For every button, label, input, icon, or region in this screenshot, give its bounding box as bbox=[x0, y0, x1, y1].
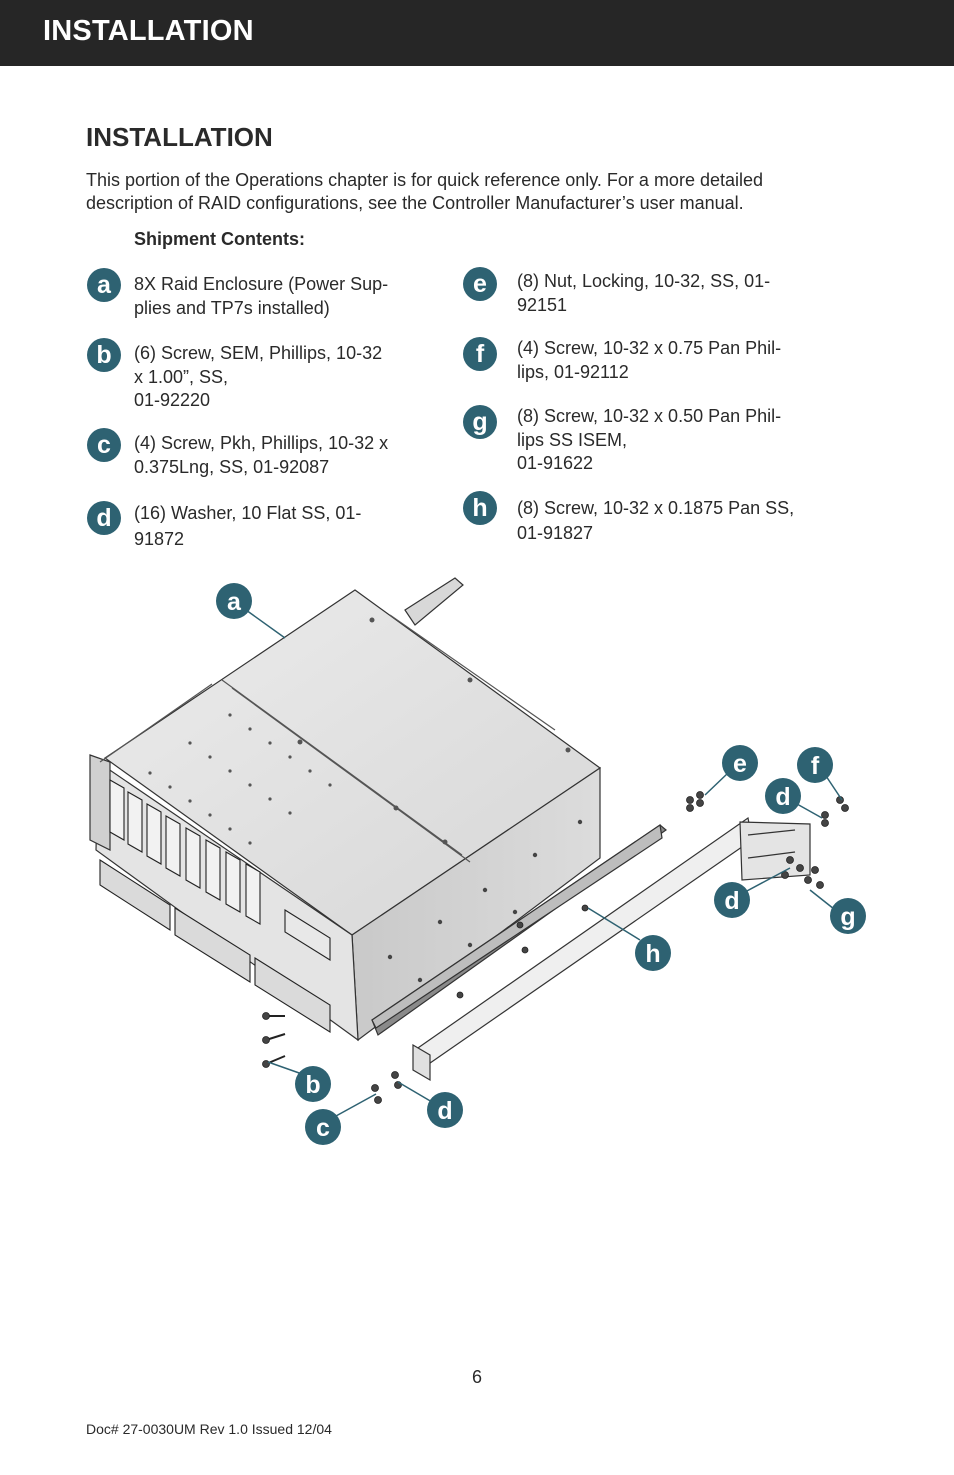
badge-h: h bbox=[463, 491, 497, 525]
intro-paragraph: This portion of the Operations chapter i… bbox=[86, 170, 764, 213]
header-title: INSTALLATION bbox=[43, 15, 254, 47]
svg-text:c: c bbox=[316, 1114, 330, 1142]
badge-c: c bbox=[87, 428, 121, 462]
shipment-item-text-d: (16) Washer, 10 Flat SS, 01- 91872 bbox=[134, 503, 362, 549]
shipment-item-text-g: (8) Screw, 10-32 x 0.50 Pan Phil- lips S… bbox=[517, 406, 782, 473]
svg-text:a: a bbox=[227, 588, 242, 616]
shipment-item-text-c: (4) Screw, Pkh, Phillips, 10-32 x 0.375L… bbox=[134, 433, 389, 477]
header-bar: INSTALLATION bbox=[0, 0, 954, 66]
raid-enclosure bbox=[89, 577, 602, 1042]
page-number: 6 bbox=[471, 1367, 482, 1387]
badge-a: a bbox=[87, 268, 121, 302]
svg-text:f: f bbox=[811, 752, 820, 780]
section-title: INSTALLATION bbox=[86, 122, 273, 152]
svg-text:b: b bbox=[305, 1071, 320, 1099]
callout-b: b bbox=[295, 1066, 331, 1102]
shipment-contents-title: Shipment Contents: bbox=[134, 229, 305, 249]
svg-text:h: h bbox=[645, 940, 660, 968]
badge-d: d bbox=[87, 501, 121, 535]
installation-diagram: a e f d d g h b c d bbox=[89, 577, 866, 1145]
drive-bays bbox=[99, 779, 331, 1033]
callout-a: a bbox=[216, 583, 252, 619]
badge-e: e bbox=[463, 267, 497, 301]
callout-d-upper: d bbox=[765, 778, 801, 814]
shipment-item-text-e: (8) Nut, Locking, 10-32, SS, 01- 92151 bbox=[517, 271, 771, 315]
callout-d-lower: d bbox=[427, 1092, 463, 1128]
side-screw-dots bbox=[387, 819, 583, 983]
hardware-parts bbox=[262, 791, 849, 1104]
callout-h: h bbox=[635, 935, 671, 971]
svg-text:g: g bbox=[840, 903, 855, 931]
document-id: Doc# 27-0030UM Rev 1.0 Issued 12/04 bbox=[86, 1421, 332, 1437]
callout-e: e bbox=[722, 745, 758, 781]
callout-g: g bbox=[830, 898, 866, 934]
outer-rail bbox=[412, 816, 811, 1082]
svg-text:d: d bbox=[437, 1097, 452, 1125]
shipment-item-text-h: (8) Screw, 10-32 x 0.1875 Pan SS, 01-918… bbox=[517, 498, 795, 543]
badge-b: b bbox=[87, 338, 121, 372]
callout-c: c bbox=[305, 1109, 341, 1145]
top-screw-dots bbox=[148, 617, 571, 845]
leader-lines bbox=[245, 609, 843, 1117]
svg-text:e: e bbox=[733, 750, 747, 778]
shipment-item-text-b: (6) Screw, SEM, Phillips, 10-32 x 1.00”,… bbox=[134, 343, 383, 410]
callout-d-right: d bbox=[714, 882, 750, 918]
badge-g: g bbox=[463, 405, 497, 439]
badge-f: f bbox=[463, 337, 497, 371]
shipment-item-text-a: 8X Raid Enclosure (Power Sup- plies and … bbox=[134, 274, 389, 318]
shipment-item-text-f: (4) Screw, 10-32 x 0.75 Pan Phil- lips, … bbox=[517, 338, 782, 382]
callout-f: f bbox=[797, 747, 833, 783]
svg-text:d: d bbox=[775, 783, 790, 811]
svg-text:d: d bbox=[724, 887, 739, 915]
